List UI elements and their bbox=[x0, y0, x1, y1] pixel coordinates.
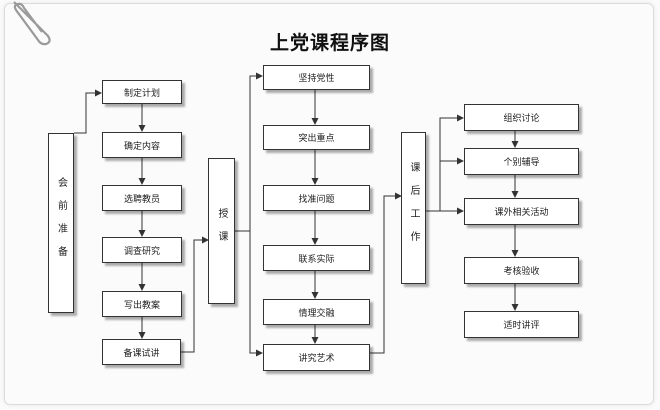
prep-step-box: 确定内容 bbox=[102, 132, 182, 158]
prep-step-box: 制定计划 bbox=[102, 80, 182, 104]
prep-step-box: 写出教案 bbox=[102, 291, 182, 317]
image-frame bbox=[4, 3, 654, 405]
after-step-box: 课外相关活动 bbox=[464, 198, 579, 225]
after-step-box: 个别辅导 bbox=[464, 148, 579, 175]
teach-step-box: 找准问题 bbox=[263, 185, 370, 211]
teach-step-box: 联系实际 bbox=[263, 245, 370, 271]
prep-step-box: 选聘教员 bbox=[102, 185, 182, 211]
teach-step-box: 讲究艺术 bbox=[263, 344, 370, 371]
teach-step-box: 情理交融 bbox=[263, 299, 370, 325]
paperclip-icon bbox=[13, 1, 51, 46]
stage-box-teach: 授课 bbox=[208, 158, 235, 304]
stage-box-after: 课后工作 bbox=[401, 132, 426, 284]
teach-step-box: 突出重点 bbox=[263, 125, 370, 150]
prep-step-box: 调查研究 bbox=[102, 237, 182, 263]
teach-step-box: 坚持党性 bbox=[263, 65, 370, 90]
prep-step-box: 备课试讲 bbox=[102, 339, 181, 365]
diagram-title: 上党课程序图 bbox=[269, 32, 390, 54]
after-step-box: 适时讲评 bbox=[464, 311, 579, 338]
after-step-box: 组织讨论 bbox=[464, 104, 579, 131]
after-step-box: 考核验收 bbox=[464, 257, 579, 284]
stage-box-prep: 会前准备 bbox=[48, 133, 74, 313]
